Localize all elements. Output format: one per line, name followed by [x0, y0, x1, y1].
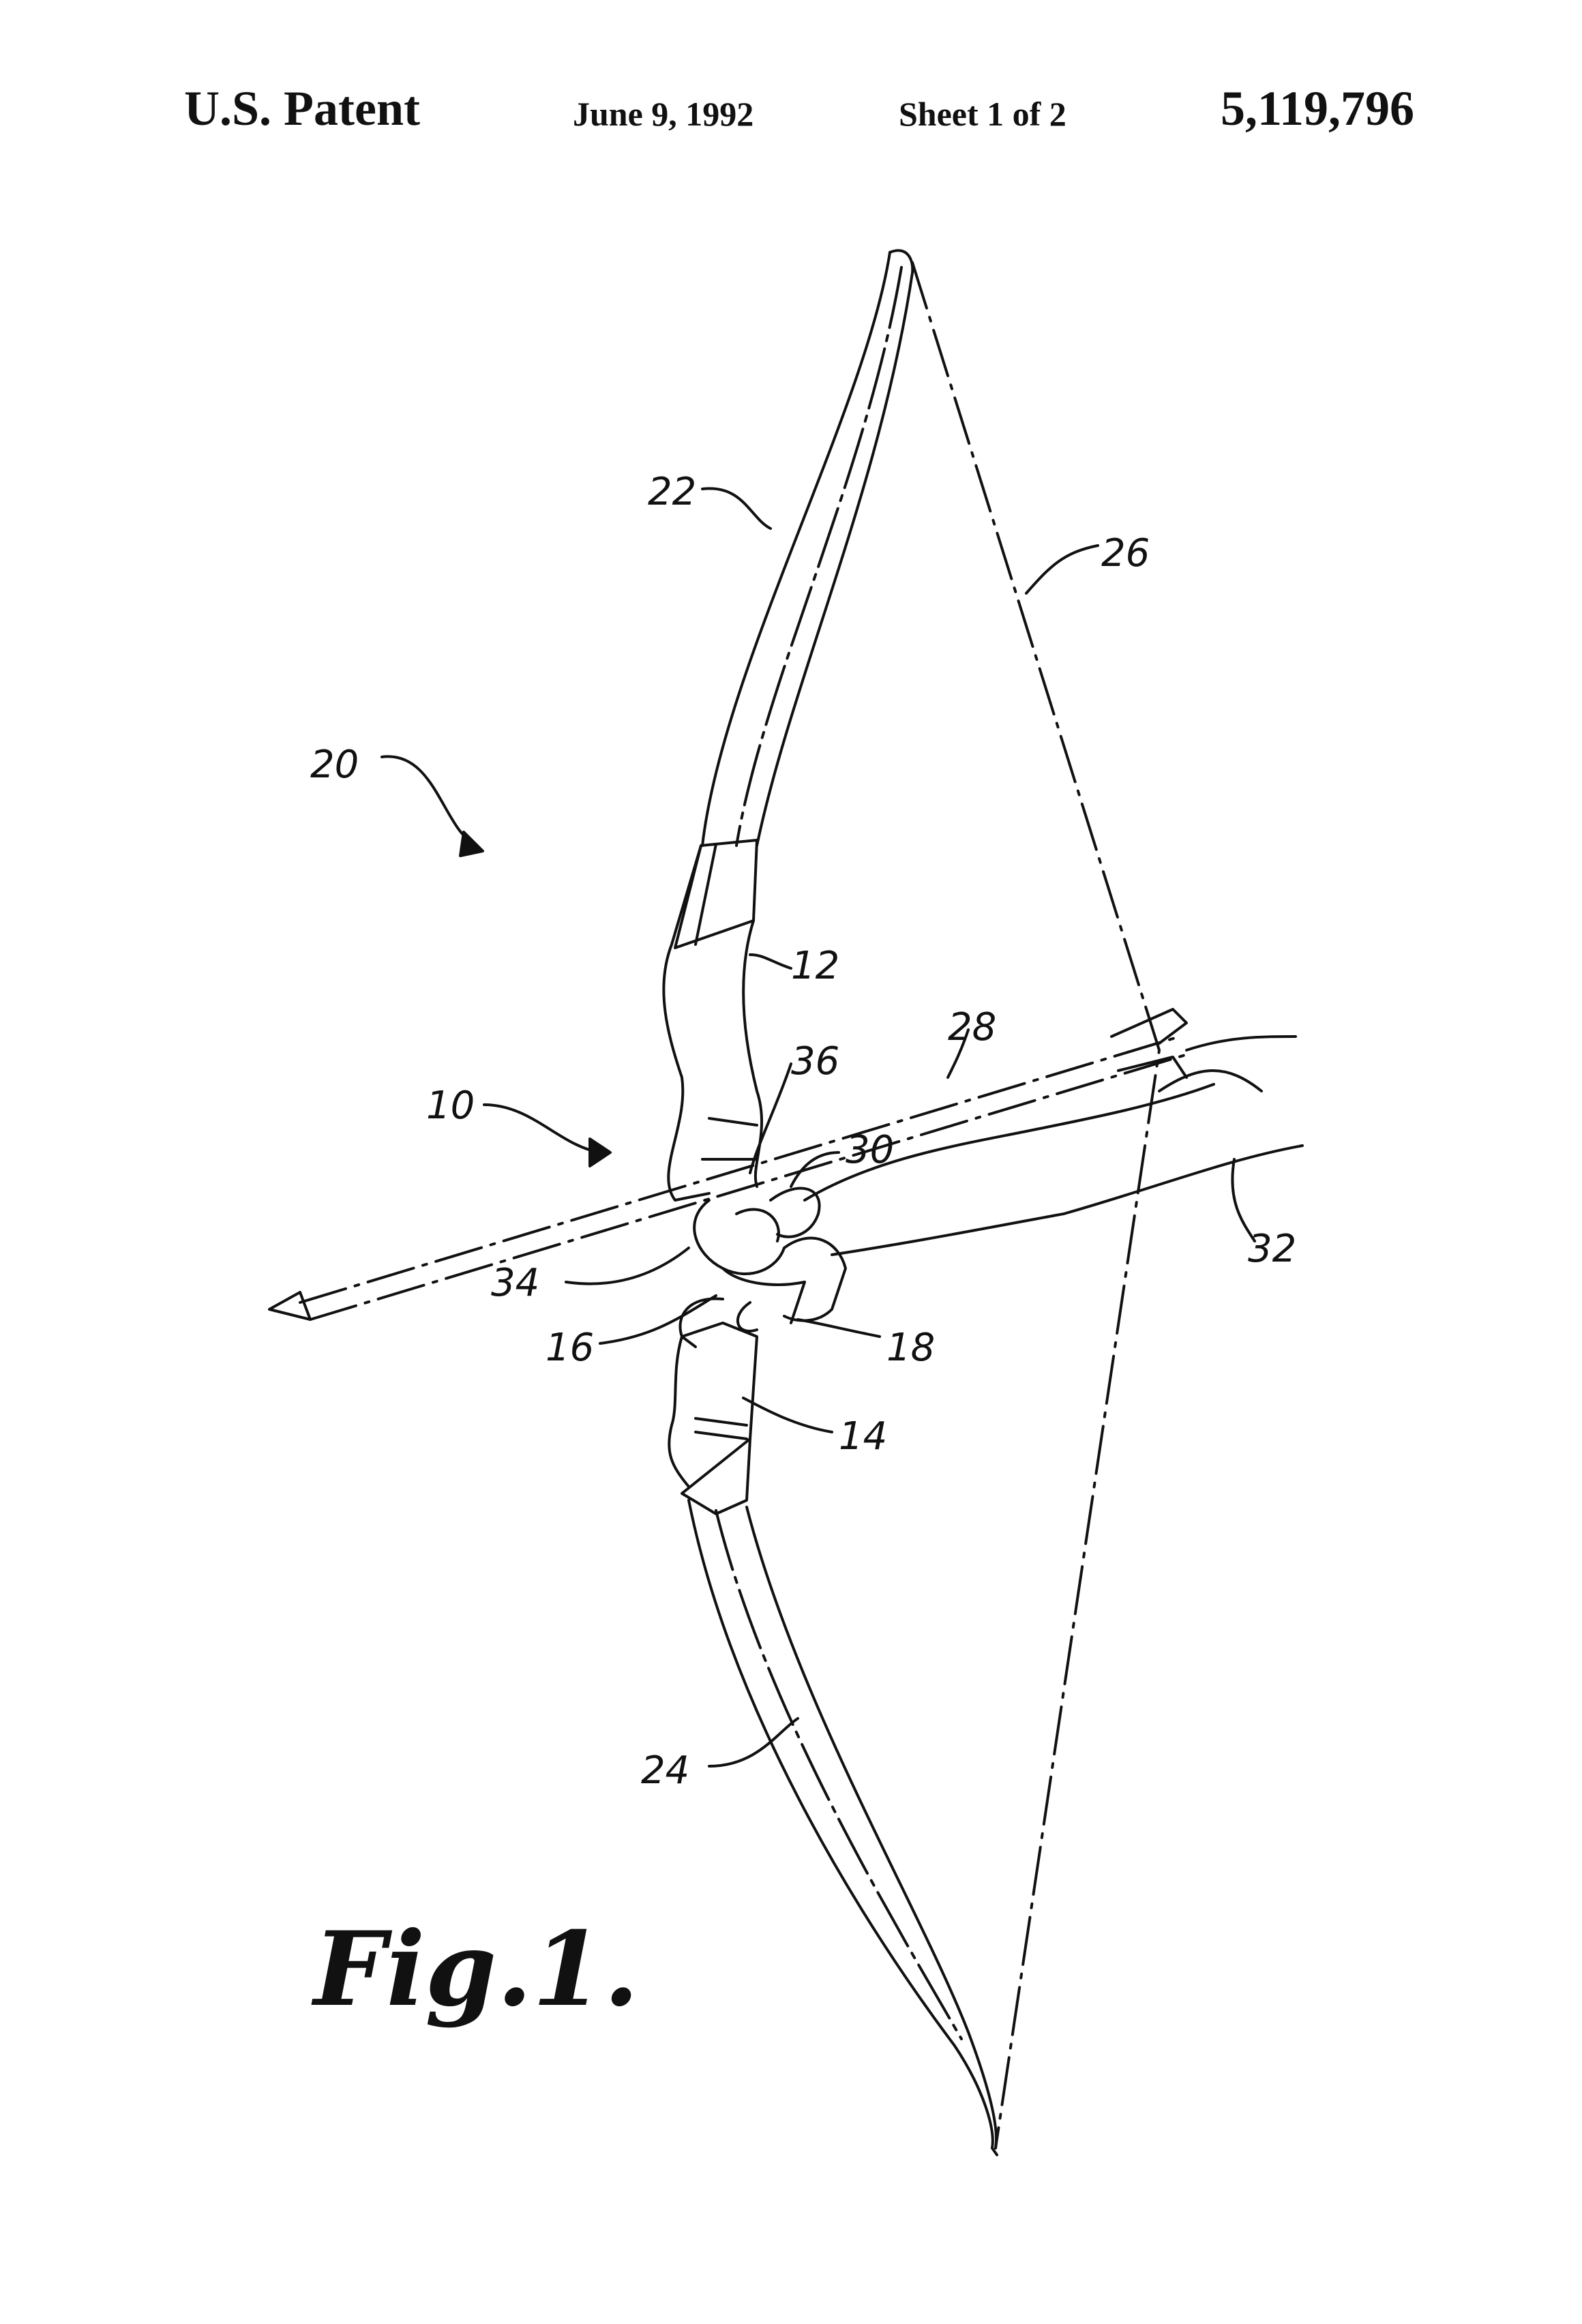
leader-14 — [743, 1398, 832, 1432]
figure-caption: Fig.1. — [311, 1909, 639, 2029]
leader-30 — [791, 1152, 839, 1187]
label-34: 34 — [491, 1261, 539, 1305]
leader-12 — [750, 955, 791, 968]
leader-22 — [702, 488, 771, 528]
leader-16 — [600, 1296, 716, 1343]
label-12: 12 — [791, 944, 839, 988]
leader-18 — [798, 1320, 880, 1337]
label-16: 16 — [546, 1326, 594, 1370]
leader-arrowhead-10 — [590, 1139, 610, 1166]
label-10: 10 — [426, 1084, 475, 1128]
label-30: 30 — [846, 1128, 894, 1172]
label-14: 14 — [839, 1414, 887, 1459]
lower-riser — [669, 1323, 757, 1514]
label-36: 36 — [791, 1039, 839, 1084]
label-18: 18 — [886, 1326, 935, 1370]
label-24: 24 — [641, 1748, 689, 1793]
label-28: 28 — [948, 1005, 996, 1049]
label-26: 26 — [1101, 531, 1150, 576]
upper-limb — [702, 250, 912, 846]
label-22: 22 — [648, 470, 696, 514]
leader-26 — [1026, 546, 1098, 593]
label-20: 20 — [310, 743, 359, 787]
leader-arrowhead-20 — [460, 832, 483, 856]
leader-10 — [484, 1105, 600, 1152]
upper-riser — [663, 840, 762, 1200]
label-32: 32 — [1248, 1227, 1296, 1271]
leader-34 — [566, 1248, 689, 1284]
leader-24 — [709, 1718, 798, 1766]
lower-limb — [689, 1500, 997, 2155]
